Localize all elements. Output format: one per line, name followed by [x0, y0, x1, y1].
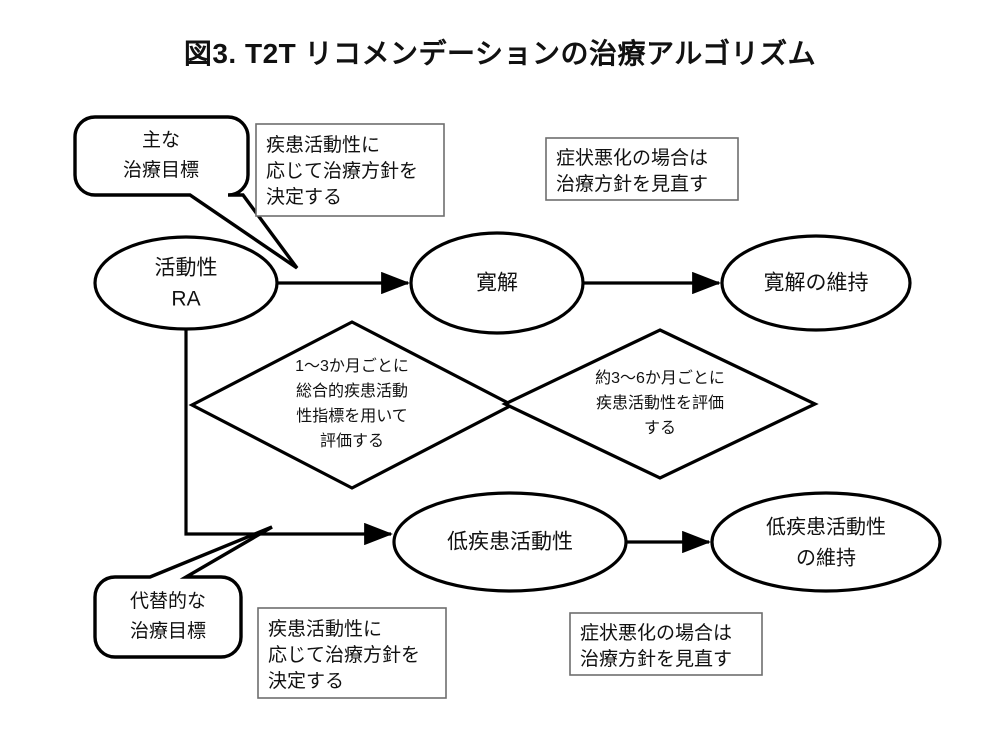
textbox-bottom-worsening	[569, 612, 763, 676]
textbox-bottom-worsening-line2: 治療方針を見直す	[580, 648, 732, 670]
node-active-ra-line2: RA	[171, 288, 200, 311]
diamond-upper-line2: 総合的疾患活動	[296, 382, 408, 400]
diamond-lower-assessment	[501, 328, 819, 480]
diamond-upper-line3: 性指標を用いて	[296, 407, 408, 425]
node-remission-maintained	[720, 234, 912, 332]
textbox-top-decision	[255, 123, 445, 217]
node-low-disease-activity-maintained	[710, 491, 942, 593]
callout-primary-target-line2: 治療目標	[123, 159, 199, 181]
callout-alternative-target	[93, 525, 273, 659]
textbox-top-worsening-line1: 症状悪化の場合は	[556, 147, 708, 169]
diamond-upper-assessment	[188, 320, 516, 490]
textbox-top-decision-line1: 疾患活動性に	[266, 134, 380, 156]
diamond-lower-line2: 疾患活動性を評価	[596, 394, 724, 412]
textbox-bottom-decision	[257, 607, 447, 699]
textbox-bottom-worsening-line1: 症状悪化の場合は	[580, 622, 732, 644]
node-remission	[409, 231, 585, 335]
node-low-disease-activity	[392, 491, 628, 593]
arrow-active-ra-to-low-disease-activity	[184, 329, 393, 546]
node-low-disease-activity-maintained-line2: の維持	[796, 546, 856, 569]
textbox-top-worsening	[545, 137, 739, 201]
figure-title: 図3. T2T リコメンデーションの治療アルゴリズム	[183, 38, 817, 69]
textbox-top-decision-line3: 決定する	[266, 186, 342, 208]
callout-alternative-target-line1: 代替的な	[130, 590, 206, 612]
diamond-lower-line1: 約3〜6か月ごとに	[595, 369, 725, 387]
node-active-ra-line1: 活動性	[155, 257, 218, 280]
diamond-upper-line4: 評価する	[320, 432, 384, 450]
textbox-bottom-decision-line1: 疾患活動性に	[268, 618, 382, 640]
node-low-disease-activity-maintained-line1: 低疾患活動性	[766, 515, 886, 538]
callout-alternative-target-line2: 治療目標	[130, 620, 206, 642]
callout-primary-target-line1: 主な	[142, 129, 180, 151]
diamond-lower-line3: する	[644, 419, 676, 437]
node-remission-maintained-label: 寛解の維持	[764, 272, 869, 295]
node-low-disease-activity-label: 低疾患活動性	[447, 531, 573, 554]
textbox-top-decision-line2: 応じて治療方針を	[266, 160, 418, 182]
node-active-ra	[93, 235, 279, 331]
textbox-bottom-decision-line2: 応じて治療方針を	[268, 644, 420, 666]
callout-primary-target	[73, 115, 299, 270]
textbox-bottom-decision-line3: 決定する	[268, 670, 344, 692]
textbox-top-worsening-line2: 治療方針を見直す	[556, 173, 708, 195]
node-remission-label: 寛解	[476, 272, 518, 295]
diamond-upper-line1: 1〜3か月ごとに	[295, 357, 409, 375]
